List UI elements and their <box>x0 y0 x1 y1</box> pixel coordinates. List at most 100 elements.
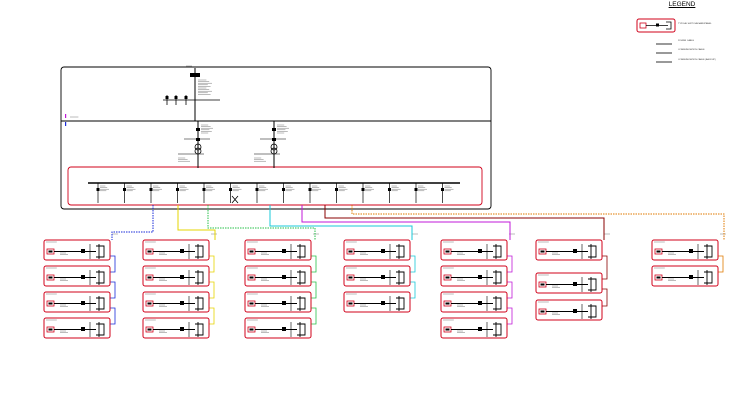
interpanel-link <box>110 307 116 325</box>
interpanel-link <box>410 255 416 273</box>
feeder-cable-orange <box>351 205 725 240</box>
interpanel-link <box>507 307 513 325</box>
feeder-cable-magenta <box>301 205 511 240</box>
incomer-symbol <box>48 302 53 305</box>
breaker <box>180 301 184 305</box>
panel-outline <box>43 239 111 261</box>
breaker <box>478 275 482 279</box>
incomer-symbol <box>147 328 152 331</box>
breaker <box>282 327 286 331</box>
interpanel-link <box>311 281 317 299</box>
breaker <box>282 301 286 305</box>
panel-outline <box>43 317 111 339</box>
sub-switchboard-panel <box>244 265 312 287</box>
panel-outline <box>651 265 719 287</box>
panel-outline <box>244 317 312 339</box>
incomer-symbol <box>540 250 545 253</box>
interpanel-link <box>110 281 116 299</box>
incomer-symbol <box>656 276 661 279</box>
feeder-breaker <box>229 188 232 191</box>
sub-switchboard-panel <box>142 291 210 313</box>
breaker <box>81 327 85 331</box>
sub-switchboard-panel <box>43 317 111 339</box>
breaker <box>180 275 184 279</box>
branch-breaker <box>272 128 276 131</box>
incomer-symbol <box>540 283 545 286</box>
feeder-cable-blue <box>111 205 154 240</box>
interpanel-link <box>209 281 215 299</box>
panel-outline <box>142 291 210 313</box>
panel-outline <box>343 239 411 261</box>
feeder-cable-darkred <box>324 205 605 240</box>
incomer-symbol <box>445 250 450 253</box>
sub-switchboard-panel <box>651 239 719 261</box>
panel-outline <box>535 239 603 261</box>
sub-switchboard-panel <box>343 291 411 313</box>
bus-marker <box>65 114 67 118</box>
main-switchboard <box>60 65 492 210</box>
incomer-symbol <box>147 302 152 305</box>
sub-switchboard-panel <box>440 291 508 313</box>
feeder-breaker <box>202 188 206 191</box>
sub-switchboard-panel <box>142 317 210 339</box>
panel-outline <box>440 239 508 261</box>
breaker <box>381 275 385 279</box>
sub-switchboard-panel <box>43 265 111 287</box>
incomer-symbol <box>348 276 353 279</box>
sub-switchboard-panel <box>440 317 508 339</box>
breaker <box>573 249 577 253</box>
panel-outline <box>142 317 210 339</box>
feeder-cable-cyan <box>269 205 413 240</box>
interpanel-link <box>602 288 608 307</box>
sub-switchboard-panel <box>343 265 411 287</box>
incomer-symbol <box>445 276 450 279</box>
feeder-breaker <box>361 188 365 191</box>
breaker <box>478 301 482 305</box>
legend-label-power: POWER CABLE <box>678 40 695 42</box>
panel-outline <box>244 239 312 261</box>
sub-switchboard-panel <box>535 239 603 261</box>
legend-label-panel: TYPICAL SWITCHBOARD/PANEL <box>678 23 712 25</box>
incomer-symbol <box>48 250 53 253</box>
sub-switchboard-panel <box>440 239 508 261</box>
incomer-symbol <box>348 302 353 305</box>
panel-outline <box>43 265 111 287</box>
legend-label-comm-backup: COMMUNICATION CABLE (BACKUP) <box>678 59 716 61</box>
panel-outline <box>440 317 508 339</box>
interpanel-link <box>410 281 416 299</box>
sub-switchboard-panel <box>535 299 603 321</box>
sub-switchboard-panel <box>244 317 312 339</box>
sub-switchboard-panel <box>440 265 508 287</box>
incomer-breaker <box>190 73 200 77</box>
transformer-symbol <box>270 143 278 151</box>
breaker <box>573 282 577 286</box>
incomer-symbol <box>249 302 254 305</box>
breaker <box>573 309 577 313</box>
incomer-symbol <box>147 250 152 253</box>
panel-outline <box>343 265 411 287</box>
breaker-symbol <box>184 96 188 99</box>
feeder-breaker <box>255 188 259 191</box>
feeder-breaker <box>441 188 444 191</box>
legend-label-comm: COMMUNICATION CABLE <box>678 49 705 51</box>
panel-outline <box>440 265 508 287</box>
sub-switchboard-panel <box>535 272 603 294</box>
interpanel-link <box>311 255 317 273</box>
panel-outline <box>440 291 508 313</box>
incomer-symbol <box>147 276 152 279</box>
breaker-symbol <box>165 96 169 99</box>
breaker <box>478 327 482 331</box>
breaker <box>381 301 385 305</box>
feeder-breaker <box>388 188 391 191</box>
panel-outline <box>244 265 312 287</box>
sub-switchboard-panel <box>43 239 111 261</box>
legend-title: LEGEND <box>668 1 696 8</box>
feeder-breaker <box>282 188 285 191</box>
feeder-breaker <box>123 188 126 191</box>
panel-outline <box>651 239 719 261</box>
panel-outline <box>343 291 411 313</box>
feeder-cable-green <box>207 205 316 240</box>
incomer-symbol <box>249 328 254 331</box>
panel-outline <box>535 272 603 294</box>
